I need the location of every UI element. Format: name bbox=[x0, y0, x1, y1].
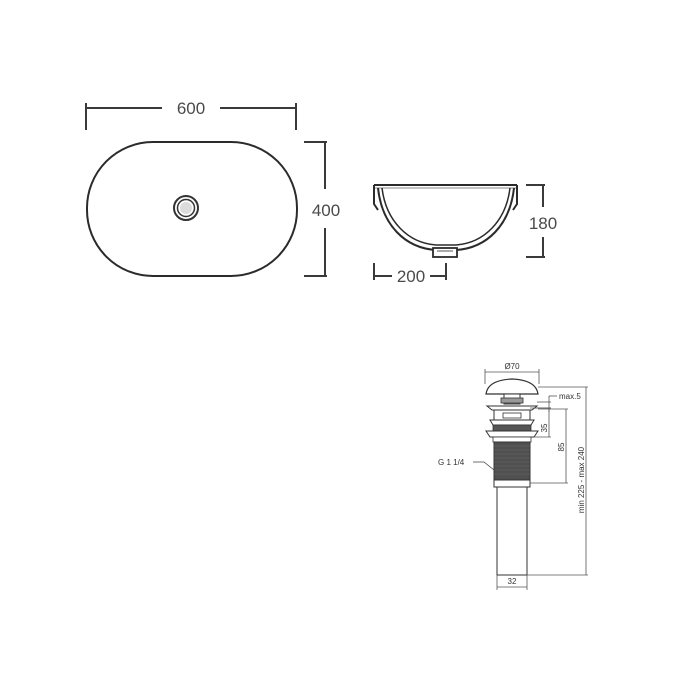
max-gap-label: max.5 bbox=[559, 392, 581, 401]
side-height-dimension bbox=[526, 184, 545, 258]
total-height-label: min 225 - max 240 bbox=[577, 446, 586, 513]
drain-pipe bbox=[496, 486, 528, 576]
basin-outline bbox=[86, 141, 298, 277]
threaded-body bbox=[493, 441, 531, 481]
width-dimension bbox=[85, 103, 297, 130]
pipe-diameter-label: 32 bbox=[508, 577, 517, 586]
height-label: 400 bbox=[312, 201, 340, 220]
drain-cap bbox=[485, 378, 539, 395]
thread-label: G 1 1/4 bbox=[438, 458, 465, 467]
cap-diameter-label: Ø70 bbox=[504, 362, 520, 371]
basin-top-view: 600 400 bbox=[85, 99, 340, 277]
upper-height-label: 35 bbox=[540, 423, 549, 432]
half-width-label: 200 bbox=[397, 267, 425, 286]
drain-hole-icon bbox=[173, 195, 199, 221]
body-height-label: 85 bbox=[557, 442, 566, 451]
half-width-dimension bbox=[373, 263, 447, 280]
side-height-label: 180 bbox=[529, 214, 557, 233]
drain-outlet bbox=[432, 247, 458, 258]
height-dimension bbox=[304, 141, 327, 277]
width-label: 600 bbox=[177, 99, 205, 118]
drain-detail: Ø70 bbox=[438, 362, 588, 590]
basin-side-view: 180 200 bbox=[373, 184, 557, 286]
